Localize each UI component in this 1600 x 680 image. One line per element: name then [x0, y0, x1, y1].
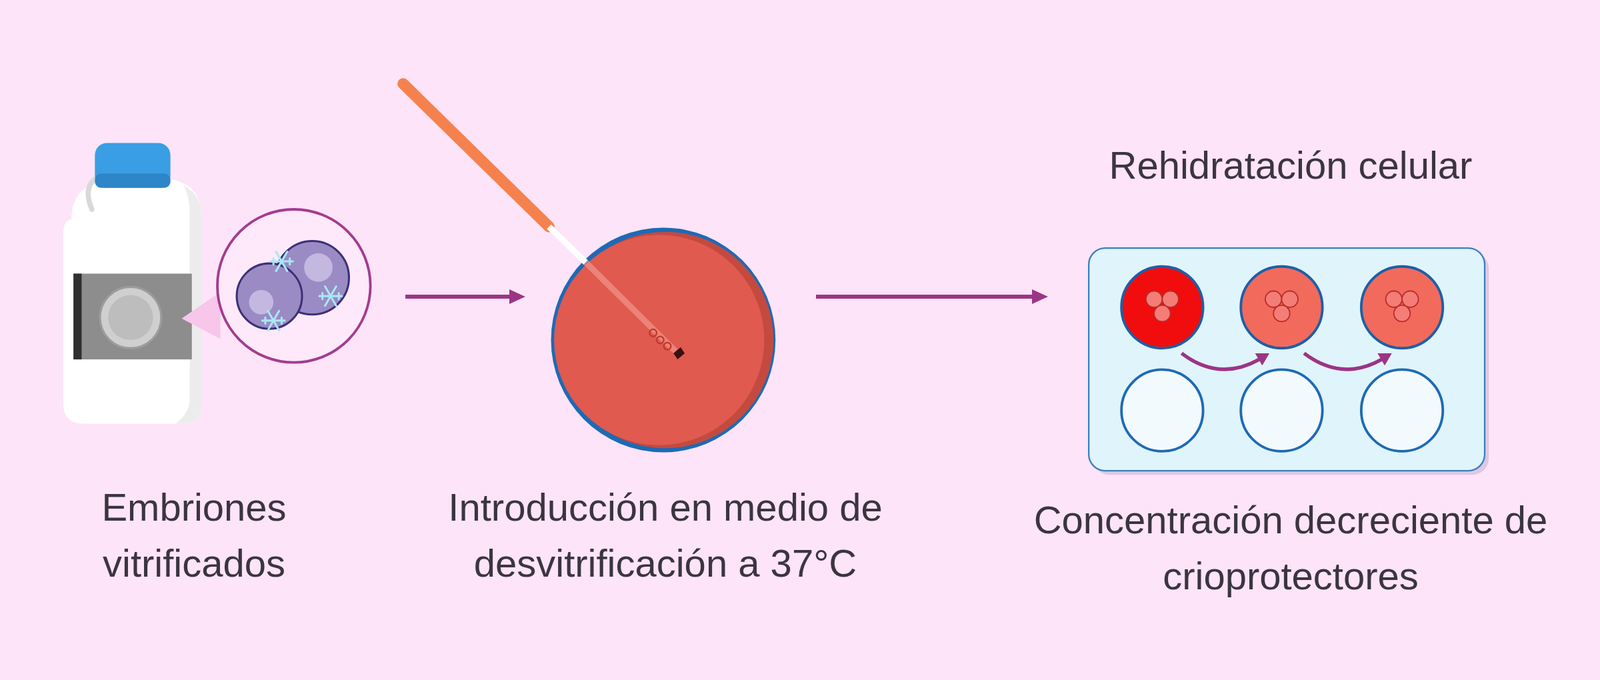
zoom-circle	[217, 209, 371, 363]
step-dish: Introducción en medio de desvitrificació…	[550, 226, 778, 452]
step-plate: Rehidratación celularConcentración decre…	[1088, 248, 1485, 471]
nitrogen-tank	[63, 142, 221, 424]
step-caption: Concentración decreciente de crioprotect…	[1030, 492, 1551, 604]
step-caption: Introducción en medio de desvitrificació…	[425, 479, 906, 592]
pipette	[403, 84, 685, 360]
step-tank: Embriones vitrificados	[61, 142, 383, 424]
flow-arrow	[816, 289, 1048, 304]
step-caption: Embriones vitrificados	[60, 479, 328, 592]
flow-arrow	[405, 289, 526, 304]
step-caption: Rehidratación celular	[1109, 137, 1473, 194]
well-plate	[1088, 248, 1489, 475]
